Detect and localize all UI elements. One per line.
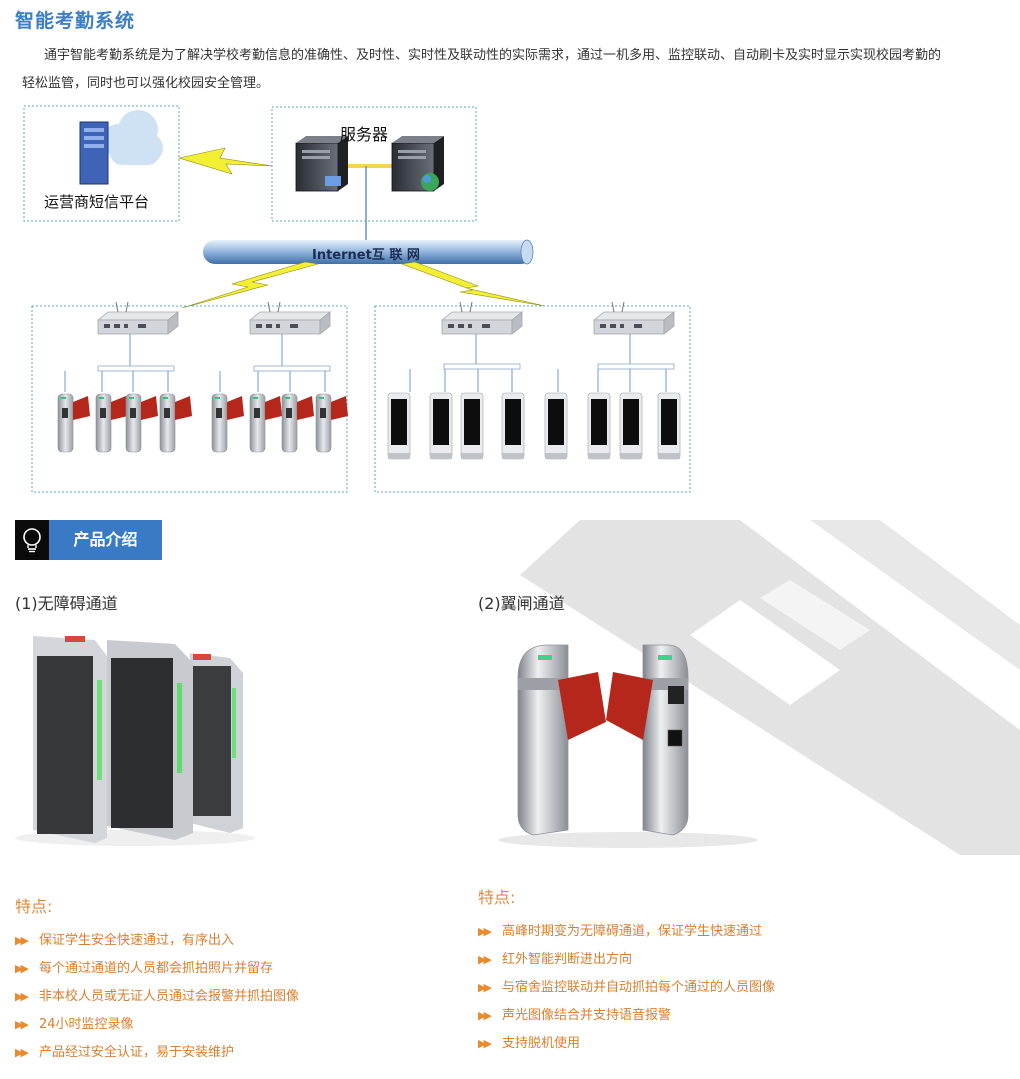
intro-paragraph: 通宇智能考勤系统是为了解决学校考勤信息的准确性、及时性、实时性及联动性的实际需求… <box>22 48 942 91</box>
feature-item: ▶▶非本校人员或无证人员通过会报警并抓拍图像 <box>15 983 299 1011</box>
product-2-features-heading: 特点: <box>478 888 516 907</box>
feature-item: ▶▶与宿舍监控联动并自动抓拍每个通过的人员图像 <box>478 974 775 1002</box>
section-header: 产品介绍 <box>15 520 162 560</box>
double-arrow-icon: ▶▶ <box>15 990 29 1003</box>
server-label: 服务器 <box>340 125 389 144</box>
double-arrow-icon: ▶▶ <box>478 981 492 994</box>
double-arrow-icon: ▶▶ <box>15 1046 29 1059</box>
product-2-title: (2)翼闸通道 <box>478 594 565 613</box>
decorative-background <box>490 520 1020 855</box>
feature-item: ▶▶声光图像结合并支持语音报警 <box>478 1002 775 1030</box>
feature-item: ▶▶24小时监控录像 <box>15 1011 299 1039</box>
double-arrow-icon: ▶▶ <box>15 934 29 947</box>
product-2-image <box>478 600 925 852</box>
feature-item: ▶▶每个通过通道的人员都会抓拍照片并留存 <box>15 955 299 983</box>
product-1-title: (1)无障碍通道 <box>15 594 118 613</box>
network-diagram: 运营商短信平台 服务器 Internet互 联 网 <box>0 100 700 500</box>
feature-item: ▶▶红外智能判断进出方向 <box>478 946 775 974</box>
page-title: 智能考勤系统 <box>15 10 136 32</box>
double-arrow-icon: ▶▶ <box>478 1037 492 1050</box>
product-1-features: ▶▶保证学生安全快速通过，有序出入 ▶▶每个通过通道的人员都会抓拍照片并留存 ▶… <box>15 927 299 1067</box>
double-arrow-icon: ▶▶ <box>478 1009 492 1022</box>
feature-item: ▶▶高峰时期变为无障碍通道，保证学生快速通过 <box>478 918 775 946</box>
double-arrow-icon: ▶▶ <box>478 925 492 938</box>
feature-item: ▶▶保证学生安全快速通过，有序出入 <box>15 927 299 955</box>
sms-platform-label: 运营商短信平台 <box>44 193 150 211</box>
lightbulb-icon <box>15 520 49 560</box>
feature-item: ▶▶支持脱机使用 <box>478 1030 775 1058</box>
section-title: 产品介绍 <box>49 520 162 560</box>
double-arrow-icon: ▶▶ <box>15 962 29 975</box>
network-diagram-graphic <box>23 105 691 493</box>
product-2-features: ▶▶高峰时期变为无障碍通道，保证学生快速通过 ▶▶红外智能判断进出方向 ▶▶与宿… <box>478 918 775 1058</box>
double-arrow-icon: ▶▶ <box>15 1018 29 1031</box>
internet-label: Internet互 联 网 <box>312 248 420 263</box>
product-1-features-heading: 特点: <box>15 897 53 916</box>
feature-item: ▶▶产品经过安全认证，易于安装维护 <box>15 1039 299 1067</box>
double-arrow-icon: ▶▶ <box>478 953 492 966</box>
product-1-image <box>15 628 258 848</box>
